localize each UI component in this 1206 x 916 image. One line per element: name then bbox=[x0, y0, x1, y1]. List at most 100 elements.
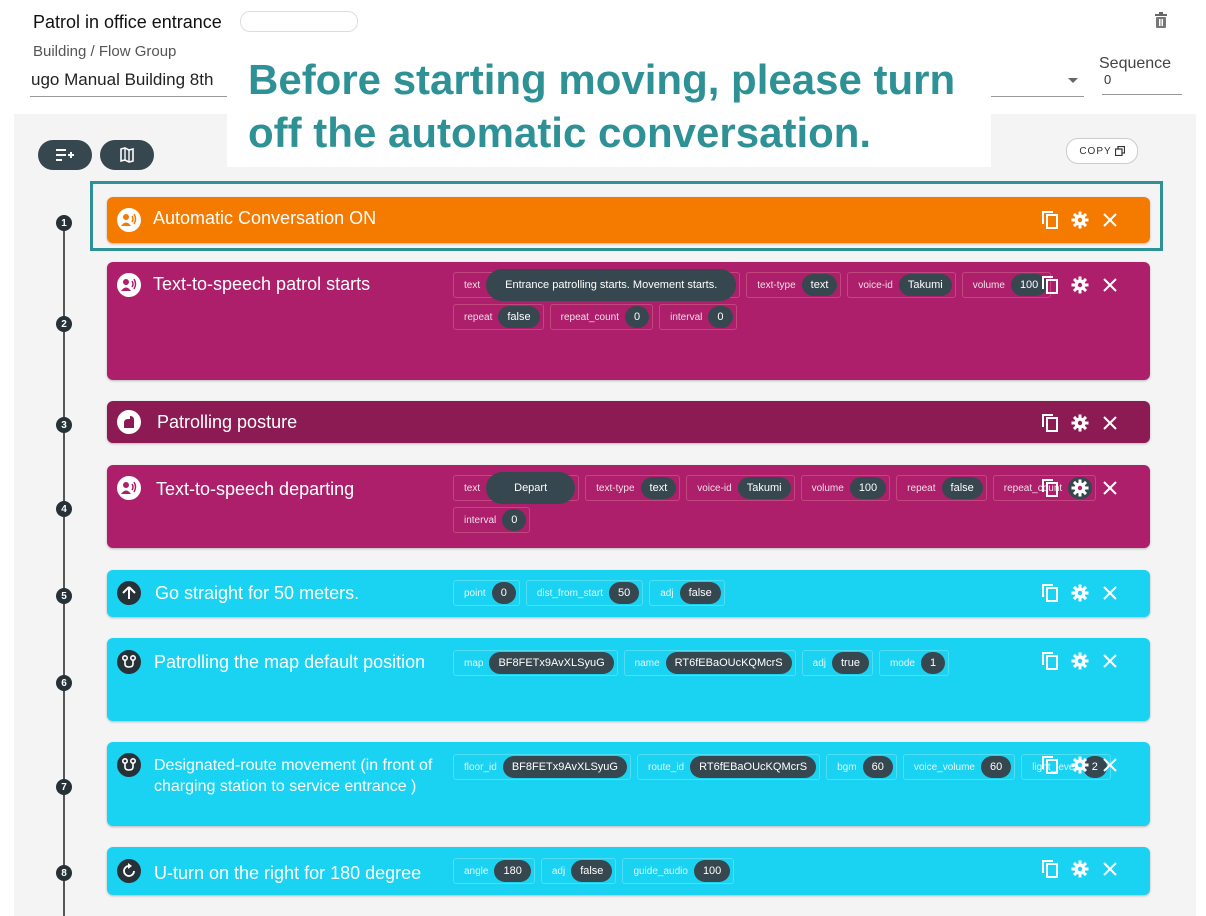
param-key: volume bbox=[811, 482, 844, 494]
param-key: text bbox=[464, 279, 481, 291]
step-card-u-turn[interactable]: U-turn on the right for 180 degree angle… bbox=[107, 847, 1150, 895]
close-icon[interactable] bbox=[1100, 859, 1120, 879]
building-flow-group-select[interactable]: ugo Manual Building 8th bbox=[31, 70, 214, 89]
chevron-down-icon[interactable] bbox=[1068, 78, 1078, 83]
duplicate-icon[interactable] bbox=[1040, 583, 1060, 603]
close-icon[interactable] bbox=[1100, 275, 1120, 295]
duplicate-icon[interactable] bbox=[1040, 275, 1060, 295]
add-step-button[interactable] bbox=[38, 140, 92, 170]
gear-icon[interactable] bbox=[1070, 478, 1090, 498]
duplicate-icon[interactable] bbox=[1040, 651, 1060, 671]
copy-button[interactable]: COPY bbox=[1066, 138, 1138, 164]
close-icon[interactable] bbox=[1100, 651, 1120, 671]
step-number: 1 bbox=[56, 215, 72, 231]
arm-icon bbox=[117, 410, 141, 434]
close-icon[interactable] bbox=[1100, 210, 1120, 230]
duplicate-icon[interactable] bbox=[1040, 210, 1060, 230]
param-adj[interactable]: adj false bbox=[649, 580, 725, 606]
map-button[interactable] bbox=[100, 140, 154, 170]
gear-icon[interactable] bbox=[1070, 275, 1090, 295]
param-value: 60 bbox=[980, 756, 1012, 778]
param-value: BF8FETx9AvXLSyuG bbox=[489, 652, 614, 674]
close-icon[interactable] bbox=[1100, 583, 1120, 603]
param-key: repeat_count bbox=[1003, 482, 1063, 494]
title-edit-field[interactable] bbox=[240, 11, 358, 32]
step-title: Text-to-speech departing bbox=[156, 479, 355, 499]
instruction-text: Before starting moving, please turn off … bbox=[248, 56, 956, 156]
step-number: 5 bbox=[56, 588, 72, 604]
param-key: adj bbox=[660, 587, 674, 599]
param-key: voice-id bbox=[697, 482, 732, 494]
gear-icon[interactable] bbox=[1070, 859, 1090, 879]
param-value: 100 bbox=[1010, 274, 1048, 296]
gear-icon[interactable] bbox=[1070, 413, 1090, 433]
speaker-icon bbox=[117, 273, 141, 297]
param-angle[interactable]: angle 180 bbox=[453, 858, 535, 884]
gear-icon[interactable] bbox=[1070, 651, 1090, 671]
gear-icon[interactable] bbox=[1070, 210, 1090, 230]
param-key: guide_audio bbox=[633, 865, 688, 877]
param-volume[interactable]: volume 100 bbox=[961, 272, 1052, 298]
duplicate-icon[interactable] bbox=[1040, 755, 1060, 775]
param-value: RT6fEBaOUcKQMcrS bbox=[665, 652, 792, 674]
param-value: 180 bbox=[494, 860, 531, 882]
param-value: false bbox=[679, 582, 721, 604]
param-value: false bbox=[941, 477, 983, 499]
flow-title[interactable]: Patrol in office entrance bbox=[33, 12, 222, 32]
step-number: 6 bbox=[56, 675, 72, 691]
duplicate-icon[interactable] bbox=[1040, 859, 1060, 879]
step-card-patrolling-posture[interactable]: Patrolling posture bbox=[107, 401, 1150, 443]
step-card-automatic-conversation[interactable]: Automatic Conversation ON bbox=[107, 197, 1150, 243]
param-value: false bbox=[498, 306, 540, 328]
param-key: volume bbox=[972, 279, 1005, 291]
close-icon[interactable] bbox=[1100, 755, 1120, 775]
duplicate-icon[interactable] bbox=[1040, 478, 1060, 498]
gear-icon[interactable] bbox=[1070, 755, 1090, 775]
step-card-designated-route[interactable]: Designated-route movement (in front of c… bbox=[107, 742, 1150, 826]
sequence-input[interactable]: 0 bbox=[1104, 72, 1112, 87]
param-key: point bbox=[464, 587, 486, 599]
param-key: interval bbox=[670, 311, 703, 323]
param-value: Depart bbox=[486, 472, 576, 504]
gear-icon[interactable] bbox=[1070, 583, 1090, 603]
param-key: name bbox=[634, 657, 660, 669]
building-flow-group-label: Building / Flow Group bbox=[33, 43, 177, 60]
param-value: text bbox=[801, 274, 838, 296]
close-icon[interactable] bbox=[1100, 413, 1120, 433]
param-key: angle bbox=[464, 865, 489, 877]
delete-icon[interactable] bbox=[1154, 12, 1168, 28]
close-icon[interactable] bbox=[1100, 478, 1120, 498]
duplicate-icon[interactable] bbox=[1040, 413, 1060, 433]
param-name[interactable]: name RT6fEBaOUcKQMcrS bbox=[623, 650, 796, 676]
step-title: Text-to-speech patrol starts bbox=[153, 274, 371, 294]
param-key: interval bbox=[464, 514, 497, 526]
